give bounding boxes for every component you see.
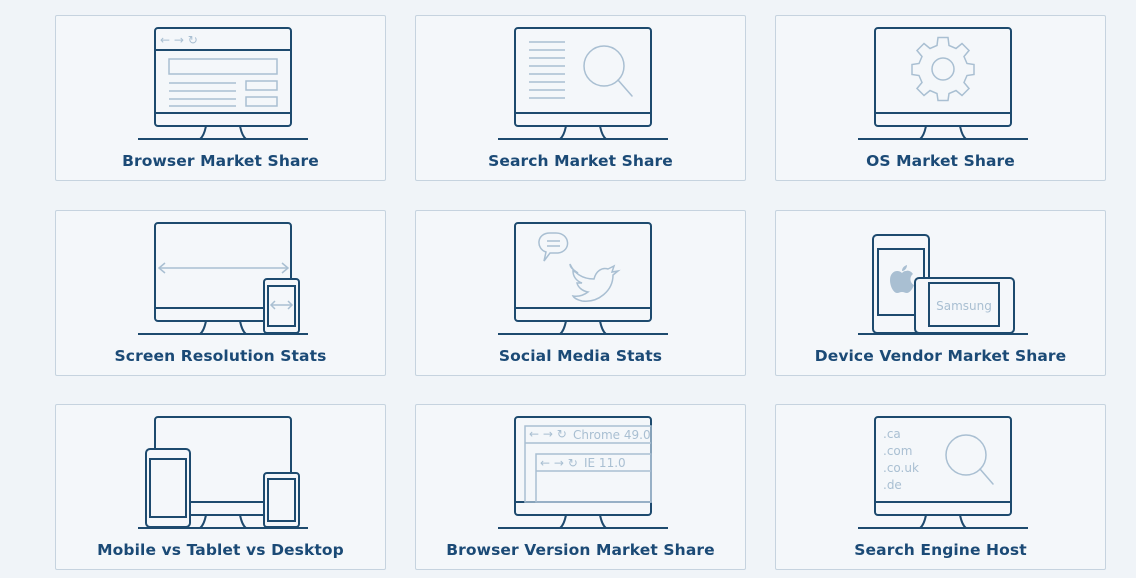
tab-version-1: Chrome 49.0 [573,428,651,442]
domain-1: .ca [883,427,901,441]
svg-text:← → ↻: ← → ↻ [540,456,578,470]
resolution-monitor-icon [138,222,308,335]
domain-2: .com [883,444,912,458]
svg-text:← → ↻: ← → ↻ [529,427,567,441]
card-label: Mobile vs Tablet vs Desktop [97,541,344,559]
domain-3: .co.uk [883,461,919,475]
card-label: Screen Resolution Stats [114,347,327,365]
gear-monitor-icon [858,27,1028,140]
card-label: Device Vendor Market Share [814,347,1067,365]
card-label: Browser Version Market Share [446,541,715,559]
card-search-market-share[interactable]: Search Market Share [415,15,746,181]
chat-bubble-icon [538,232,569,262]
card-browser-market-share[interactable]: ← → ↻ Browser Market Share [55,15,386,181]
twitter-bird-icon [569,263,621,302]
gear-icon [911,36,975,102]
card-label: Social Media Stats [498,347,663,365]
tablet-vendor-text: Samsung [936,299,992,313]
browser-monitor-icon: ← → ↻ [138,27,308,140]
tab-version-2: IE 11.0 [584,456,626,470]
card-search-engine-host[interactable]: .ca .com .co.uk .de Search Engine Host [775,404,1106,570]
social-monitor-icon [498,222,668,335]
card-social-media-stats[interactable]: Social Media Stats [415,210,746,376]
card-device-vendor-market-share[interactable]: Samsung Device Vendor Market Share [775,210,1106,376]
card-label: OS Market Share [866,152,1015,170]
card-label: Search Market Share [488,152,673,170]
card-mobile-tablet-desktop[interactable]: Mobile vs Tablet vs Desktop [55,404,386,570]
browser-version-icon: ← → ↻ Chrome 49.0 ← → ↻ IE 11.0 [498,416,668,529]
card-browser-version-market-share[interactable]: ← → ↻ Chrome 49.0 ← → ↻ IE 11.0 Browser … [415,404,746,570]
search-monitor-icon [498,27,668,140]
card-label: Search Engine Host [854,541,1027,559]
card-label: Browser Market Share [122,152,319,170]
device-vendor-icon: Samsung [858,234,1028,335]
apple-logo-icon [890,265,914,293]
card-screen-resolution-stats[interactable]: Screen Resolution Stats [55,210,386,376]
card-os-market-share[interactable]: OS Market Share [775,15,1106,181]
multi-device-icon [138,416,308,529]
search-host-icon: .ca .com .co.uk .de [858,416,1028,529]
svg-text:← → ↻: ← → ↻ [160,33,198,47]
domain-4: .de [883,478,902,492]
